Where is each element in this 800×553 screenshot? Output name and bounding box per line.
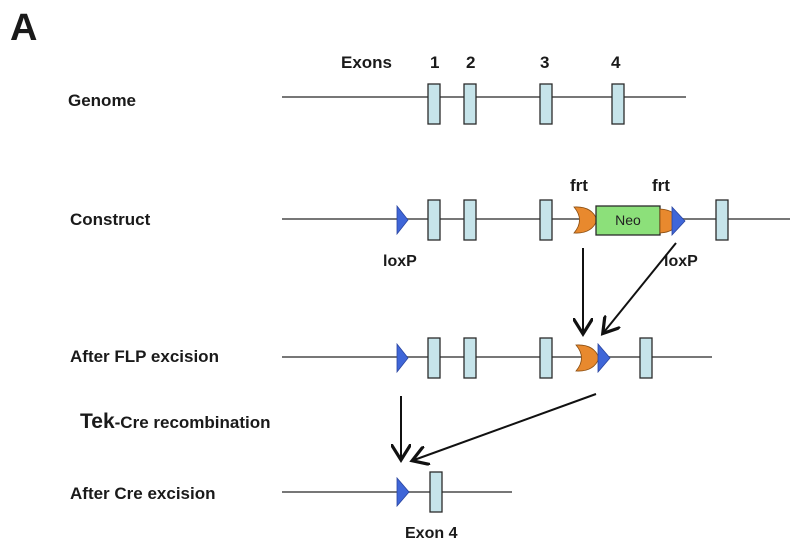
construct-exon-2 xyxy=(463,199,477,241)
genome-exon-1 xyxy=(427,83,441,125)
construct-loxp-right-icon xyxy=(671,205,686,237)
after-flp-frt-icon xyxy=(575,344,600,372)
construct-exon-4 xyxy=(715,199,729,241)
genome-exon-4 xyxy=(611,83,625,125)
exon-number-3: 3 xyxy=(540,53,549,72)
row-label-genome: Genome xyxy=(68,91,136,110)
neo-cassette-box xyxy=(595,205,661,236)
exons-header-label: Exons xyxy=(341,53,392,72)
after-flp-loxp-left-icon xyxy=(396,342,409,374)
recombination-prefix: Tek xyxy=(80,410,115,433)
after-cre-exon-4 xyxy=(429,471,443,513)
after-cre-loxp-icon xyxy=(396,476,410,508)
construct-exon-1 xyxy=(427,199,441,241)
after-flp-exon-4 xyxy=(639,337,653,379)
exon4-label: Exon 4 xyxy=(405,525,458,542)
panel-label: A xyxy=(10,7,37,49)
after-flp-exon-3 xyxy=(539,337,553,379)
frt-left-label: frt xyxy=(570,176,588,195)
exon-number-4: 4 xyxy=(611,53,621,72)
row-label-after-cre: After Cre excision xyxy=(70,484,216,503)
neo-label: Neo xyxy=(615,212,641,228)
recombination-suffix: -Cre recombination xyxy=(115,413,271,432)
after-flp-exon-1 xyxy=(427,337,441,379)
construct-frt-left-icon xyxy=(573,206,598,234)
cre-arrow-diagonal xyxy=(414,393,597,460)
genome-exon-3 xyxy=(539,83,553,125)
construct-loxp-left-icon xyxy=(396,204,409,236)
construct-exon-3 xyxy=(539,199,553,241)
loxp-left-label: loxP xyxy=(383,253,417,270)
exon-number-1: 1 xyxy=(430,53,439,72)
after-flp-loxp-right-icon xyxy=(597,342,611,374)
genome-exon-2 xyxy=(463,83,477,125)
exon-number-2: 2 xyxy=(466,53,475,72)
loxp-right-label: loxP xyxy=(664,253,698,270)
flp-arrow-diagonal xyxy=(604,242,677,332)
row-label-after-flp: After FLP excision xyxy=(70,347,219,366)
recombination-label: Tek-Cre recombination xyxy=(80,410,271,433)
after-flp-exon-2 xyxy=(463,337,477,379)
row-label-construct: Construct xyxy=(70,210,151,229)
frt-right-label: frt xyxy=(652,176,670,195)
